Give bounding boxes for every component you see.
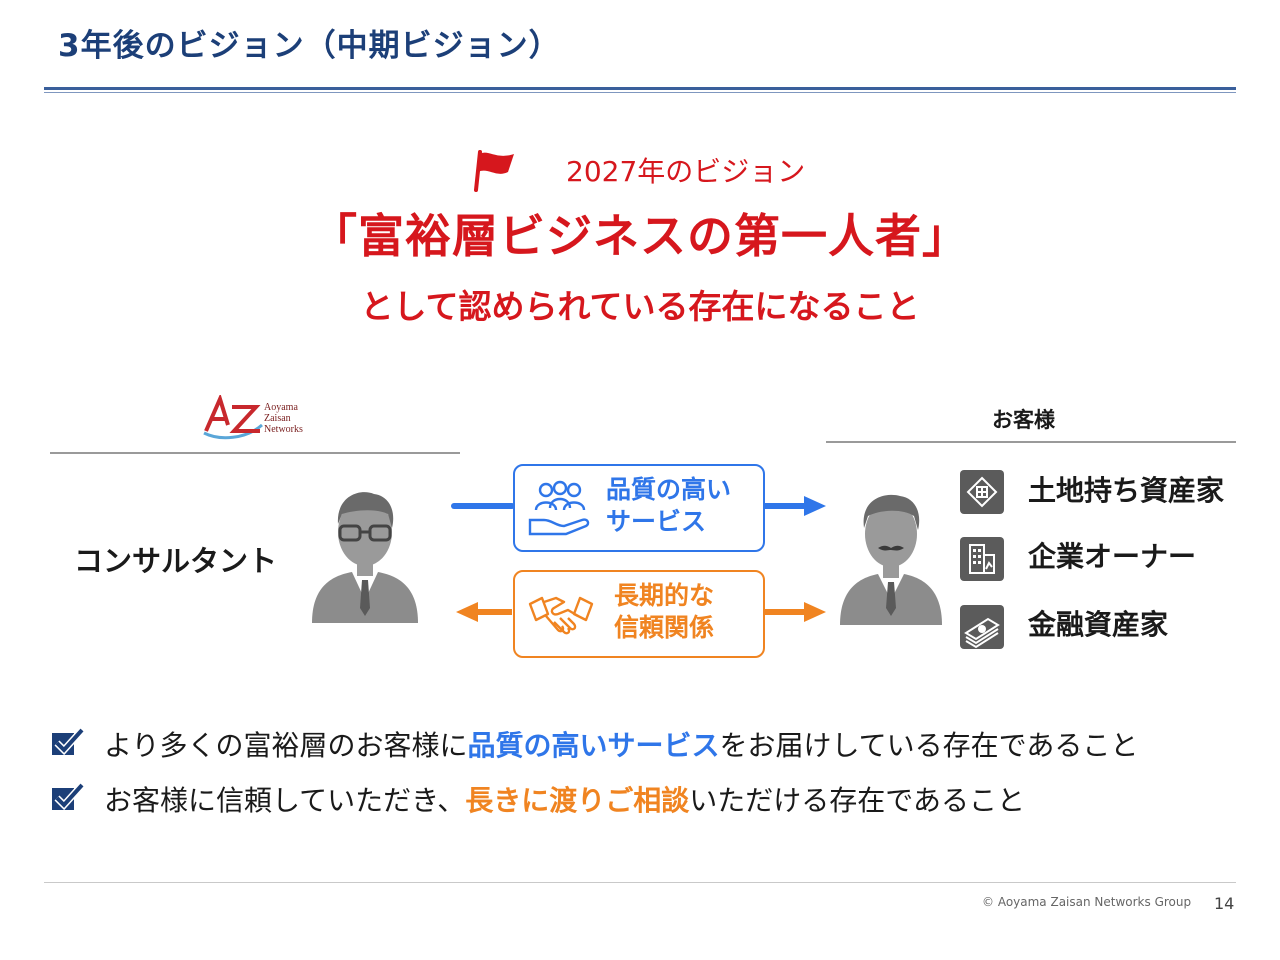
customer-person-icon: [840, 494, 942, 625]
footer-divider: [44, 882, 1236, 883]
customer-heading: お客様: [992, 408, 1055, 432]
money-stack-icon: [960, 605, 1004, 649]
bullet-text: より多くの富裕層のお客様に: [104, 729, 468, 762]
bullet-text: をお届けしている存在であること: [719, 729, 1139, 762]
checkbox-checked-icon: [52, 782, 84, 811]
copyright: © Aoyama Zaisan Networks Group: [982, 895, 1192, 909]
customer-type-investor: 金融資産家: [1028, 608, 1169, 641]
bullet-text: お客様に信頼していただき、: [104, 784, 466, 817]
people-care-icon: [528, 480, 590, 536]
service-label: 品質の高い サービス: [606, 475, 732, 536]
customer-type-owner: 企業オーナー: [1028, 540, 1197, 573]
page-title: 3年後のビジョン（中期ビジョン）: [58, 28, 561, 64]
title-divider: [44, 87, 1236, 90]
page-number: 14: [1214, 894, 1235, 913]
bullet-service: より多くの富裕層のお客様に品質の高いサービスをお届けしている存在であること: [104, 724, 1138, 764]
vision-headline: 「富裕層ビジネスの第一人者」: [311, 209, 969, 263]
office-tower-icon: [960, 537, 1004, 581]
consultant-person-icon: [312, 492, 418, 623]
trust-label: 長期的な 信頼関係: [614, 581, 715, 642]
service-box: [513, 464, 765, 552]
vision-subtitle: 2027年のビジョン: [566, 155, 806, 188]
bullet-highlight: 品質の高いサービス: [467, 729, 720, 762]
checkbox-checked-icon: [52, 727, 84, 756]
vision-statement: として認められている存在になること: [360, 287, 920, 326]
building-icon: [960, 470, 1004, 514]
customer-type-landowner: 土地持ち資産家: [1028, 474, 1225, 507]
handshake-icon: [528, 596, 594, 635]
consultant-label: コンサルタント: [74, 544, 278, 578]
company-logo-text: Aoyama Zaisan Networks: [264, 402, 303, 435]
bullet-trust: お客様に信頼していただき、長きに渡りご相談いただける存在であること: [104, 779, 1025, 819]
company-divider: [50, 452, 460, 454]
customer-divider: [826, 441, 1236, 443]
title-divider-thin: [44, 92, 1236, 93]
bullet-highlight: 長きに渡りご相談: [465, 784, 690, 817]
bullet-text: いただける存在であること: [689, 784, 1025, 817]
flow-arrows: [451, 496, 826, 622]
company-logo: [200, 395, 310, 441]
flag-icon: [474, 150, 514, 192]
